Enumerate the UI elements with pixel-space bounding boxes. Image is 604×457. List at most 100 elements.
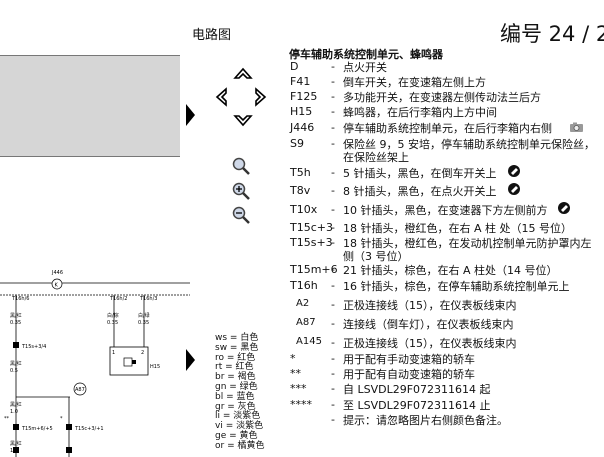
legend-description-line: 8 针插头，黑色，在点火开关上 (343, 185, 497, 198)
color-code-item: ws = 白色 (215, 333, 259, 343)
legend-description-line: 倒车开关，在变速箱左侧上方 (343, 76, 486, 89)
legend-code: T15c+3 (290, 221, 333, 234)
pan-down-icon[interactable] (232, 110, 254, 130)
star-marker: * (60, 416, 63, 422)
legend-description: 18 针插头，橙红色，在右 A 柱 处（15 号位） (343, 222, 572, 235)
legend-dash: - (331, 221, 335, 234)
legend-description-line: 21 针插头，棕色，在右 A 柱处（14 号位） (343, 264, 558, 277)
star-marker: ** (4, 416, 10, 422)
node-label: A87 (75, 387, 85, 393)
legend-code: A145 (296, 336, 322, 347)
component-label: H15 (150, 364, 160, 370)
unit-label: J446 (51, 270, 63, 276)
legend-description-line: 多功能开关，在变速器左侧传动法兰后方 (343, 91, 541, 104)
legend-code: T15s+3 (290, 236, 333, 249)
zoom-out-icon[interactable] (231, 205, 251, 225)
legend-dash: - (331, 398, 335, 411)
connector-label: T16h/6 (11, 296, 29, 302)
connector-view-icon[interactable] (507, 164, 521, 178)
legend-description: 保险丝 9，5 安培，停车辅助系统控制单元保险丝，在保险丝架上 (343, 138, 595, 164)
pan-right-icon[interactable] (250, 86, 270, 108)
legend-code: D (290, 60, 299, 73)
legend-code: T5h (290, 166, 311, 179)
legend-code: T16h (290, 279, 318, 292)
wire-size-label: 0.5 (10, 368, 18, 374)
wire-size-label: 0.35 (10, 320, 21, 326)
legend-description-line: 至 LSVDL29F072311614 止 (343, 399, 491, 412)
legend-description-line: 保险丝 9，5 安培，停车辅助系统控制单元保险丝， (343, 138, 595, 151)
legend-description-line: 5 针插头，黑色，在倒车开关上 (343, 167, 497, 180)
connector-label: T16h/3 (139, 296, 157, 302)
color-code-item: gn = 绿色 (215, 382, 258, 392)
legend-description-line: 18 针插头，橙红色，在右 A 柱 处（15 号位） (343, 222, 573, 235)
collapsed-diagram-area (0, 55, 180, 157)
legend-dash: - (331, 60, 335, 73)
connector-terminal (13, 424, 19, 430)
legend-code: *** (290, 382, 307, 395)
color-code-item: li = 淡紫色 (215, 411, 261, 422)
legend-description: 自 LSVDL29F072311614 起 (343, 383, 491, 396)
legend-dash: - (331, 236, 335, 249)
color-code-item: vi = 淡紫色 (215, 421, 264, 432)
legend-dash: - (331, 105, 335, 118)
legend-description-line: 在保险丝架上 (343, 151, 409, 164)
circuit-diagram: J446 K T16h/6 T16h/2 T16h/3 黑/红 0.35 白/棕… (0, 270, 190, 457)
legend-description-line: 蜂鸣器，在后行李箱内上方中间 (343, 106, 497, 119)
legend-dash: - (331, 75, 335, 88)
color-code-item: or = 橘黄色 (215, 440, 265, 451)
legend-dash: - (331, 166, 335, 179)
legend-code: J446 (290, 121, 315, 134)
color-code-item: ge = 黄色 (215, 431, 258, 441)
legend-dash: - (331, 413, 335, 426)
pan-left-icon[interactable] (212, 86, 232, 108)
zoom-icon[interactable] (231, 156, 251, 176)
legend-description: 10 针插头，黑色，在变速器下方左侧前方 (343, 202, 570, 217)
legend-code: T15m+6 (290, 263, 338, 276)
legend-dash: - (331, 352, 335, 365)
color-code-item: ro = 红色 (215, 352, 256, 363)
wire-size-label: 0.35 (107, 320, 118, 326)
unit-symbol-circle (51, 278, 63, 290)
connection-node (73, 382, 87, 396)
legend-heading: 停车辅助系统控制单元、蜂鸣器 (289, 48, 443, 61)
connector-label: T16h/2 (109, 296, 127, 302)
color-code-item: br = 褐色 (215, 372, 256, 383)
page-number: 编号 24 / 2 (500, 22, 604, 46)
legend-description-line: 16 针插头，棕色，在停车辅助系统控制单元上 (343, 280, 570, 293)
wire-color-label: 黑/红 (10, 440, 22, 447)
page-title: 电路图 (192, 28, 232, 43)
legend-description-line: 正极连接线（15），在仪表板线束内 (343, 337, 517, 350)
legend-dash: - (331, 317, 335, 330)
legend-description-line: 18 针插头，橙红色，在发动机控制单元防护罩内左 (343, 237, 592, 250)
connector-terminal (13, 447, 19, 453)
wire-color-label: 黑/红 (10, 360, 22, 367)
pin-label: 1 (112, 350, 115, 356)
color-code-item: sw = 黑色 (215, 342, 259, 353)
color-code-item: bl = 蓝色 (215, 391, 255, 402)
wire-color-label: 白/棕 (107, 312, 119, 319)
legend-code: * (290, 352, 296, 365)
legend-dash: - (331, 279, 335, 292)
legend-description-line: 10 针插头，黑色，在变速器下方左侧前方 (343, 204, 548, 217)
legend-description: 正极连接线（15），在仪表板线束内 (343, 337, 517, 350)
legend-description: 至 LSVDL29F072311614 止 (343, 399, 491, 412)
legend-dash: - (331, 121, 335, 134)
legend-description-line: 用于配有自动变速箱的轿车 (343, 368, 475, 381)
pan-up-icon[interactable] (232, 64, 254, 84)
connector-view-icon[interactable] (507, 182, 521, 196)
legend-description: 5 针插头，黑色，在倒车开关上 (343, 165, 520, 180)
legend-dash: - (331, 336, 335, 349)
legend-code: ** (290, 367, 301, 380)
legend-description-line: 侧（3 号位） (343, 250, 409, 263)
legend-code: H15 (290, 105, 313, 118)
legend-code: T10x (290, 203, 318, 216)
legend-description: 用于配有手动变速箱的轿车 (343, 353, 475, 366)
legend-description: 16 针插头，棕色，在停车辅助系统控制单元上 (343, 280, 570, 293)
camera-icon[interactable] (569, 122, 584, 133)
connector-view-icon[interactable] (557, 201, 571, 215)
legend-description: 多功能开关，在变速器左侧传动法兰后方 (343, 91, 541, 104)
triangle-marker-icon (186, 104, 195, 126)
terminal-label: T15s+3/4 (21, 344, 46, 350)
legend-description-line: 提示：请忽略图片右侧颜色备注。 (343, 414, 508, 427)
zoom-in-icon[interactable] (231, 181, 251, 201)
